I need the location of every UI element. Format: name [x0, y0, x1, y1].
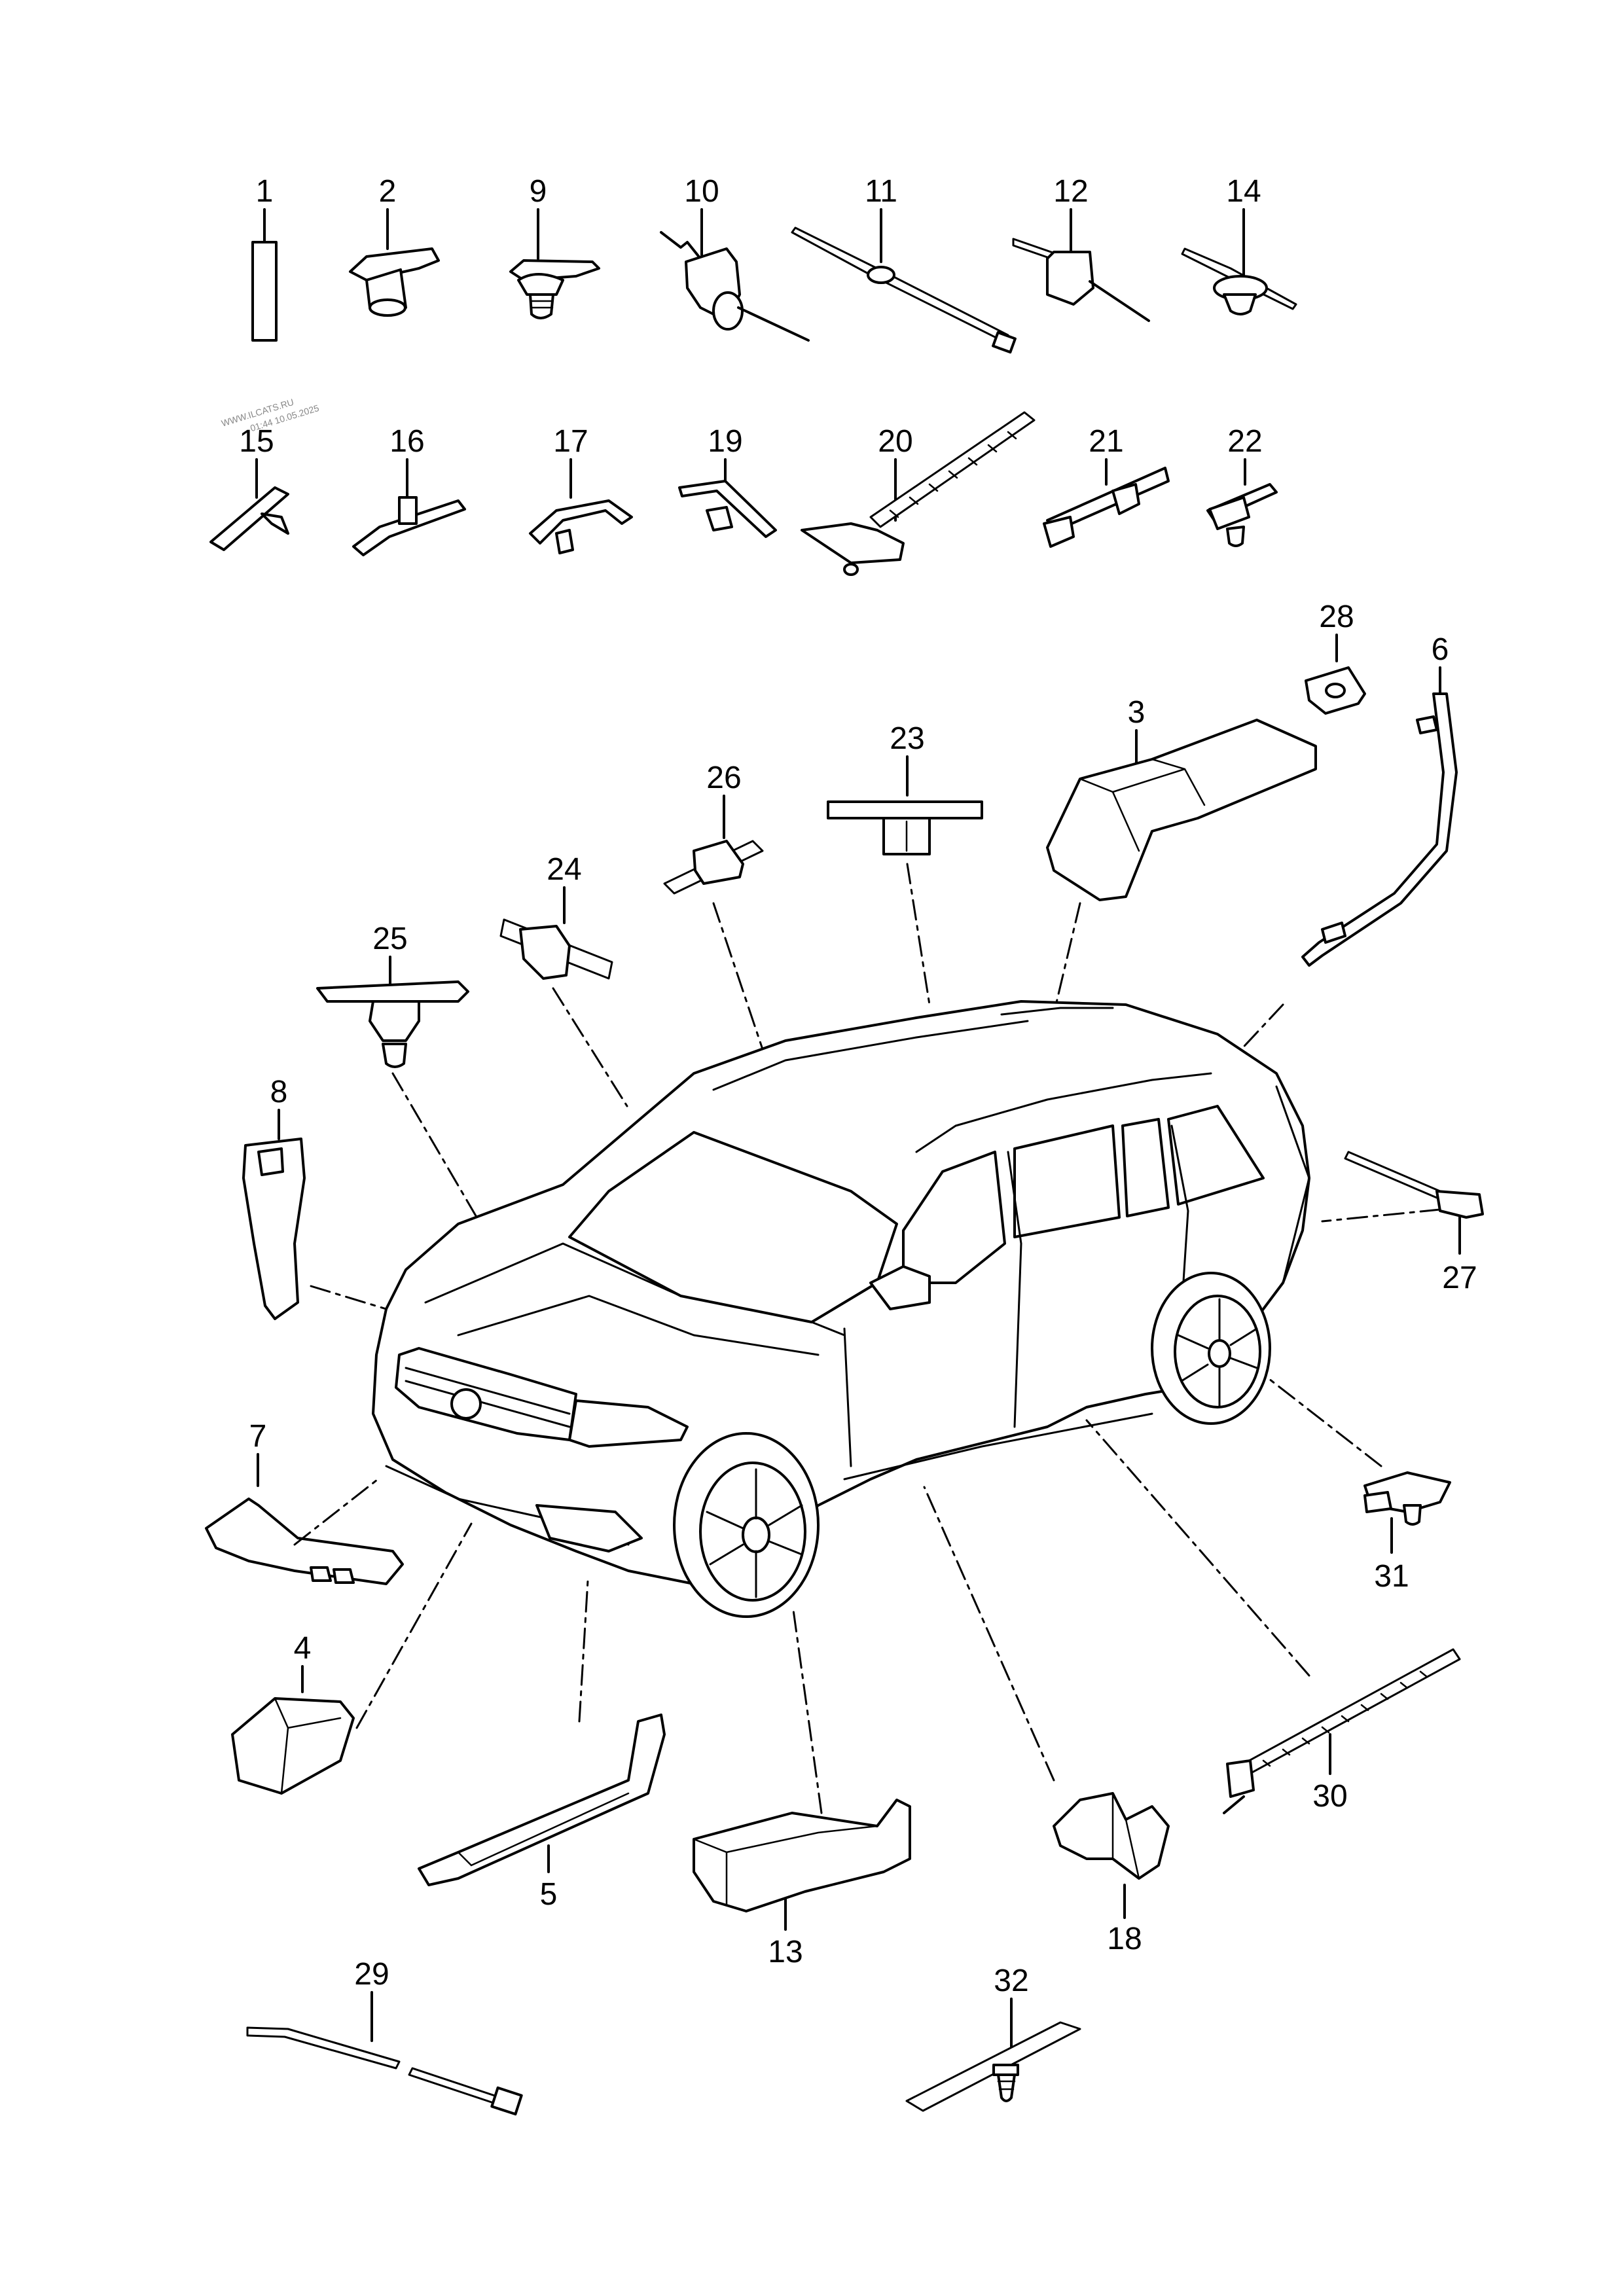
part-7[interactable]: 7 — [205, 1419, 404, 1585]
part-10[interactable]: 10 — [660, 174, 810, 342]
part-21[interactable]: 21 — [1043, 424, 1170, 548]
part-12[interactable]: 12 — [1012, 174, 1150, 322]
part-19[interactable]: 19 — [678, 424, 777, 538]
part-30[interactable]: 30 — [1223, 1648, 1461, 1814]
part-31[interactable]: 31 — [1363, 1471, 1451, 1594]
part-14[interactable]: 14 — [1181, 174, 1297, 315]
callout-25: 25 — [372, 922, 407, 956]
callout-21: 21 — [1089, 424, 1123, 459]
callout-3: 3 — [1128, 695, 1146, 730]
part-3[interactable]: 3 — [1046, 695, 1317, 901]
callout-13: 13 — [768, 1935, 803, 1969]
part-16[interactable]: 16 — [352, 424, 466, 556]
part-17[interactable]: 17 — [529, 424, 633, 554]
callout-26: 26 — [706, 761, 741, 795]
callout-24: 24 — [547, 852, 581, 887]
part-22[interactable]: 22 — [1206, 424, 1278, 547]
part-25[interactable]: 25 — [316, 922, 469, 1068]
part-11[interactable]: 11 — [791, 174, 1017, 354]
callout-11: 11 — [865, 174, 897, 209]
callout-23: 23 — [890, 721, 924, 756]
callout-22: 22 — [1227, 424, 1262, 459]
part-13[interactable]: 13 — [693, 1799, 911, 1969]
part-9[interactable]: 9 — [509, 174, 600, 319]
part-32[interactable]: 32 — [905, 1964, 1081, 2112]
callout-31: 31 — [1374, 1559, 1409, 1594]
part-4[interactable]: 4 — [231, 1631, 355, 1795]
part-27[interactable]: 27 — [1344, 1151, 1484, 1295]
callout-27: 27 — [1442, 1261, 1477, 1295]
callout-10: 10 — [684, 174, 719, 209]
leader-lines — [293, 863, 1441, 1814]
callout-5: 5 — [540, 1877, 558, 1912]
part-29[interactable]: 29 — [246, 1957, 523, 2116]
callout-17: 17 — [553, 424, 588, 459]
part-18[interactable]: 18 — [1053, 1792, 1170, 1956]
part-15[interactable]: 15 — [209, 424, 289, 551]
callout-8: 8 — [270, 1075, 288, 1109]
part-8[interactable]: 8 — [242, 1075, 306, 1320]
callout-32: 32 — [994, 1964, 1028, 1998]
callout-2: 2 — [379, 174, 397, 209]
part-24[interactable]: 24 — [499, 852, 613, 980]
callout-15: 15 — [239, 424, 274, 459]
part-6[interactable]: 6 — [1301, 632, 1458, 967]
vehicle-suv — [372, 1000, 1310, 1618]
callout-19: 19 — [708, 424, 742, 459]
part-26[interactable]: 26 — [663, 761, 764, 895]
callout-9: 9 — [530, 174, 547, 209]
callout-14: 14 — [1226, 174, 1261, 209]
callout-12: 12 — [1053, 174, 1088, 209]
callout-30: 30 — [1312, 1779, 1347, 1814]
part-1[interactable]: 1 — [251, 174, 278, 342]
part-5[interactable]: 5 — [418, 1713, 666, 1912]
callout-4: 4 — [294, 1631, 312, 1666]
callout-20: 20 — [878, 424, 912, 459]
part-23[interactable]: 23 — [827, 721, 983, 855]
callout-28: 28 — [1319, 600, 1354, 634]
callout-1: 1 — [256, 174, 274, 209]
callout-6: 6 — [1432, 632, 1449, 667]
callout-18: 18 — [1107, 1922, 1142, 1956]
callout-29: 29 — [354, 1957, 389, 1992]
part-28[interactable]: 28 — [1305, 600, 1366, 715]
callout-16: 16 — [389, 424, 424, 459]
part-20[interactable]: 20 — [801, 411, 1036, 576]
callout-7: 7 — [249, 1419, 267, 1454]
part-2[interactable]: 2 — [349, 174, 440, 317]
